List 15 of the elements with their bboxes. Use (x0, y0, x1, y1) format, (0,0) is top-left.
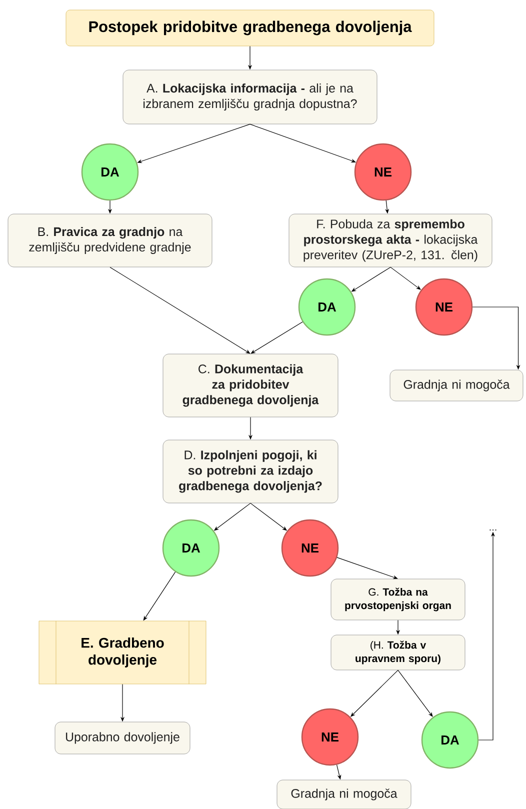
predefined-process-box: E. Gradbeno dovoljenje (38, 620, 206, 684)
process-box: B. Pravica za gradnjo na zemljišču predvidene gradnje (8, 214, 212, 268)
arrow (250, 322, 303, 354)
process-box: Uporabno dovoljenje (54, 722, 190, 754)
process-box: Gradnja ni mogoča (276, 780, 412, 809)
process-box: F. Pobuda za spremembo prostorskega akta - lokacijska preveritev (ZUreP-2, 131. člen) (288, 214, 492, 268)
process-box: D. Izpolnjeni pogoji, ki so potrebni za izdajo gradbenega dovoljenja? (162, 440, 338, 504)
ellipsis-text: ... (490, 529, 496, 531)
process-box: Gradnja ni mogoča (390, 370, 524, 402)
process-box: (H. Tožba v upravnem sporu) (330, 634, 466, 670)
process-box: A. Lokacijska informacija - ali je na izbranem zemljišču gradnja dopustna? (122, 70, 378, 124)
title-box: Postopek pridobitve gradbenega dovoljenja (66, 10, 434, 46)
process-box: C. Dokumentacija za pridobitev gradbenega dovoljenja (162, 354, 338, 418)
arrow (110, 266, 250, 354)
process-box: G. Tožba na prvostopenjski organ (330, 578, 466, 620)
